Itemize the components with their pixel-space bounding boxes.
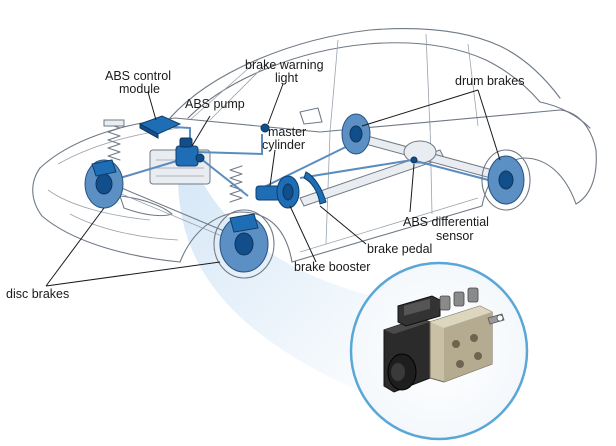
chassis	[103, 119, 501, 243]
drum-brake-rear-right	[481, 149, 531, 211]
label-abs-control-module-line1: ABS control	[105, 69, 171, 83]
label-brake-booster: brake booster	[294, 260, 370, 274]
master-cylinder-booster	[255, 175, 300, 209]
label-brake-warning-light-line1: brake warning	[245, 58, 324, 72]
abs-unit-inset	[349, 261, 529, 441]
label-abs-differential-sensor-line2: sensor	[436, 229, 474, 243]
label-brake-warning-light-line2: light	[275, 71, 298, 85]
car-body	[32, 28, 597, 263]
label-abs-pump: ABS pump	[185, 97, 245, 111]
brake-pedal	[303, 171, 327, 205]
brake-warning-light	[260, 123, 270, 133]
abs-pump	[175, 137, 205, 167]
labels: ABS control module ABS pump brake warnin…	[6, 58, 524, 301]
abs-differential-sensor	[410, 156, 418, 164]
label-drum-brakes: drum brakes	[455, 74, 524, 88]
label-disc-brakes: disc brakes	[6, 287, 69, 301]
label-brake-pedal: brake pedal	[367, 242, 432, 256]
disc-brake-front-left	[84, 159, 124, 209]
label-abs-differential-sensor-line1: ABS differential	[403, 215, 489, 229]
label-master-cylinder-line1: master	[268, 125, 306, 139]
leader-lines	[45, 83, 501, 287]
label-abs-control-module-line2: module	[119, 82, 160, 96]
drum-brake-rear-left	[341, 113, 371, 155]
disc-brake-front-right	[213, 209, 275, 279]
abs-unit-photo	[383, 287, 505, 393]
label-master-cylinder-line2: cylinder	[262, 138, 305, 152]
